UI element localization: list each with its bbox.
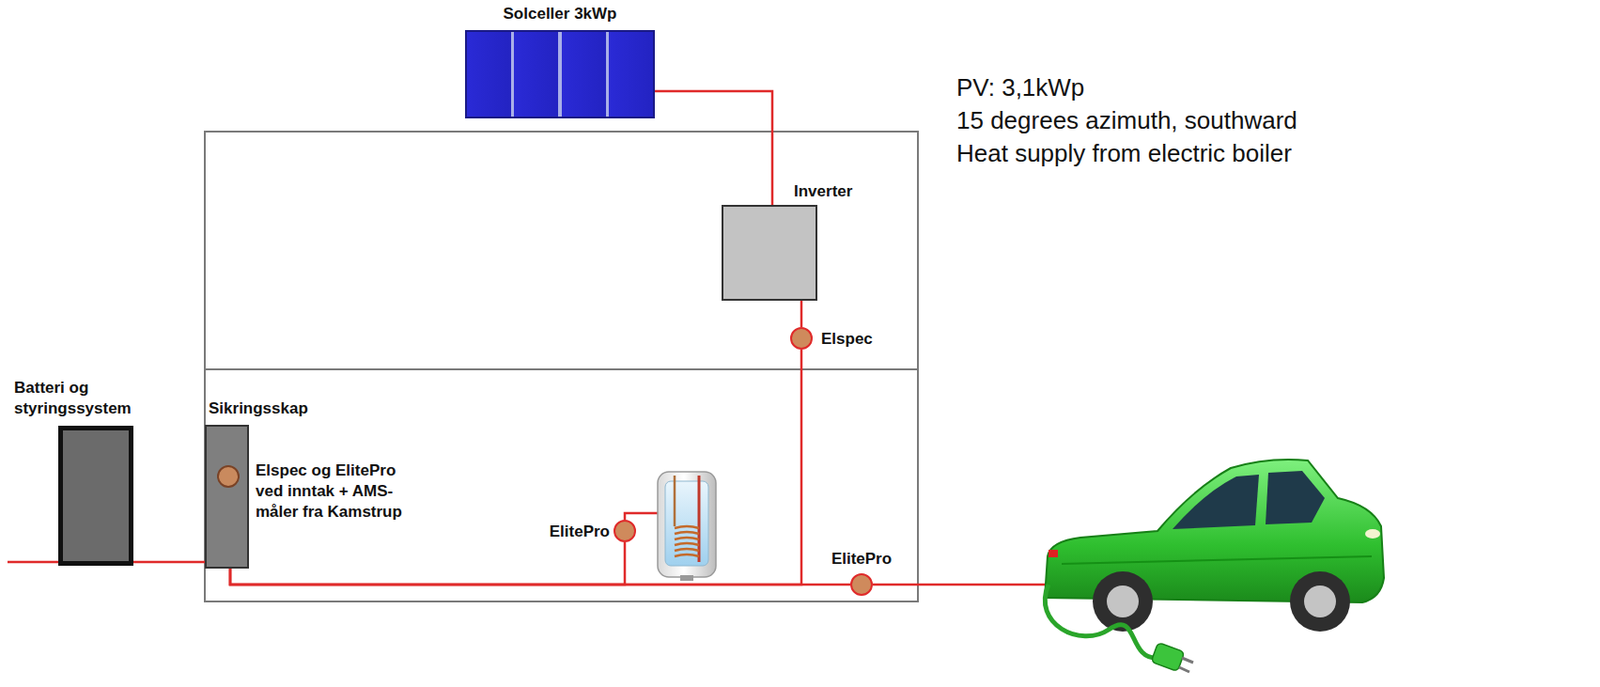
- drawing-part: [680, 574, 694, 581]
- drawing-part: [673, 475, 677, 527]
- drawing-part: [1181, 657, 1194, 663]
- drawing-part: [674, 537, 700, 540]
- drawing-part: [204, 368, 918, 371]
- node-label: Inverter: [793, 181, 853, 202]
- power-line: [133, 560, 205, 564]
- fuse-cabinet: SikringsskapElspec og ElitePro ved innta…: [204, 424, 249, 569]
- drawing-part: [665, 481, 709, 566]
- drawing-part: [674, 543, 700, 545]
- inverter-box: Inverter: [721, 204, 818, 301]
- node-label: Batteri og styringssystem: [14, 377, 174, 420]
- spec-note: 15 degrees azimuth, southward: [956, 106, 1298, 136]
- power-line: [230, 568, 851, 585]
- meter-point: ElitePro: [850, 573, 873, 596]
- drawing-part: [1265, 470, 1325, 525]
- drawing-part: [872, 583, 1049, 587]
- node-label: Sikringsskap: [208, 398, 309, 420]
- drawing-part: [1365, 528, 1381, 539]
- meter-symbol: [217, 465, 240, 488]
- drawing-part: [1106, 585, 1139, 618]
- drawing-part: [674, 554, 700, 557]
- node-note: Elspec og ElitePro ved inntak + AMS-måle…: [255, 460, 423, 523]
- meter-point: Elspec: [790, 326, 813, 350]
- charging-cable: [1044, 584, 1194, 672]
- drawing-part: [674, 526, 700, 557]
- drawing-part: [674, 526, 700, 529]
- battery-box: Batteri og styringssystem: [58, 425, 134, 566]
- drawing-part: [1289, 571, 1351, 632]
- meter-point: ElitePro: [613, 519, 637, 543]
- node-label: ElitePro: [831, 548, 892, 570]
- spec-note: PV: 3,1kWp: [956, 73, 1085, 103]
- drawing-part: [7, 560, 59, 564]
- drawing-part: [674, 548, 700, 551]
- drawing-part: [1172, 474, 1259, 529]
- power-line: [800, 300, 804, 327]
- solar-panel: Solceller 3kWp: [465, 30, 655, 119]
- drawing-part: [1044, 584, 1158, 658]
- drawing-part: [1048, 549, 1058, 558]
- spec-note: Heat supply from electric boiler: [956, 139, 1292, 169]
- drawing-part: [657, 471, 716, 577]
- house-outline: [204, 131, 918, 602]
- supply-wires: [7, 512, 1049, 585]
- node-label: Elspec: [821, 328, 873, 350]
- drawing-part: [698, 475, 701, 562]
- drawing-part: [1304, 585, 1336, 618]
- power-line: [230, 542, 625, 585]
- electric-car: [1044, 459, 1384, 632]
- power-line: [230, 349, 802, 585]
- power-line: [654, 91, 773, 205]
- node-label: Solceller 3kWp: [503, 3, 618, 25]
- drawing-part: [1179, 667, 1190, 672]
- drawing-part: [674, 531, 700, 534]
- drawing-part: [1092, 571, 1153, 632]
- node-label: ElitePro: [549, 521, 610, 543]
- water-heater: [657, 471, 716, 581]
- drawing-part: [204, 131, 918, 602]
- drawing-part: [1061, 556, 1372, 564]
